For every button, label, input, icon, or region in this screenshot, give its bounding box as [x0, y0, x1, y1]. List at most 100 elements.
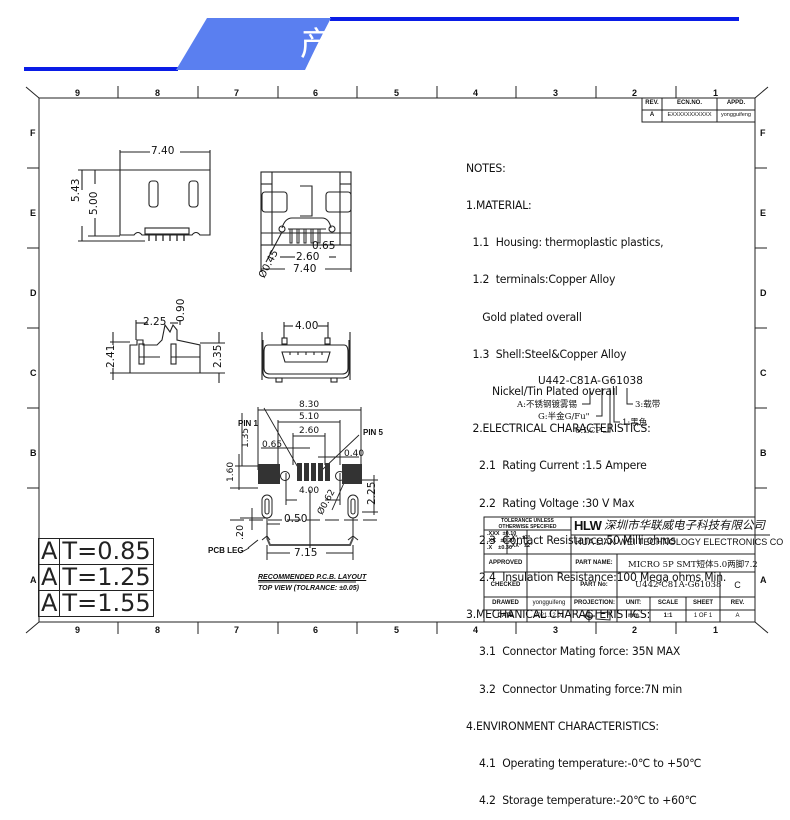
- row-label-e-right: E: [760, 208, 767, 218]
- dim-top-h1: 5.43: [70, 178, 82, 202]
- row-label-f-right: F: [760, 128, 766, 138]
- drawing-sheet: [25, 86, 770, 634]
- column-label-2: 2: [632, 88, 638, 98]
- row-label-a-right: A: [760, 575, 767, 585]
- column-label-4: 4: [473, 88, 479, 98]
- notes-line: Nickel/Tin Plated overall: [466, 385, 618, 399]
- banner-line-left: [24, 67, 178, 71]
- dim-end-w: 4.00: [295, 320, 319, 332]
- inner-frame: [38, 97, 756, 623]
- row-label-f: F: [30, 128, 36, 138]
- part-rev: C: [734, 580, 741, 590]
- dim-pcb-hole-span: 4.00: [299, 486, 320, 496]
- column-label-7: 7: [234, 88, 240, 98]
- dim-pcb-pad: 0.40: [344, 449, 365, 459]
- rev-value-block: A: [735, 613, 740, 619]
- row-label-e: E: [30, 208, 37, 218]
- thickness-value: T=1.25: [59, 564, 154, 591]
- notes-line: 3.1 Connector Mating force: 35N MAX: [466, 645, 681, 659]
- part-name-label: PART NAME:: [575, 560, 613, 566]
- notes-line: 4.2 Storage temperature:-20℃ to +60℃: [466, 794, 697, 808]
- tolerance-xx: .XX ±0.20: [487, 538, 515, 544]
- date-value: 2021.12.01: [533, 613, 565, 619]
- revision-table-grid: [641, 97, 756, 123]
- top-view-outline: [78, 150, 211, 242]
- notes-line: 2.1 Rating Current :1.5 Ampere: [466, 459, 647, 473]
- row-label-c: C: [30, 368, 37, 378]
- column-label-9-bottom: 9: [75, 625, 81, 635]
- column-label-3-bottom: 3: [553, 625, 559, 635]
- thickness-rev: A: [37, 538, 61, 565]
- row-label-b: B: [30, 448, 37, 458]
- dim-top-h2: 5.00: [88, 191, 100, 215]
- column-label-2-bottom: 2: [632, 625, 638, 635]
- front-view-outline: [260, 171, 352, 272]
- frame-corner-br: [754, 621, 769, 634]
- pcb-caption-1: RECOMMENDED P.C.B. LAYOUT: [258, 574, 367, 581]
- dim-pcb-w2: 5.10: [299, 412, 320, 422]
- banner-overlay: [176, 18, 331, 70]
- notes-line: 1.2 terminals:Copper Alloy: [466, 273, 616, 287]
- banner-fill: [176, 18, 331, 70]
- part-code-legend-6: 6:LCP: [575, 426, 602, 436]
- part-no-value: U442-C81A-G61038: [635, 580, 722, 590]
- banner-line-right: [330, 17, 739, 21]
- dim-pcb-leg: .20: [235, 524, 246, 540]
- appd-value: yongguifeng: [721, 112, 751, 118]
- thickness-value: T=0.85: [59, 538, 154, 565]
- row-label-d: D: [30, 288, 37, 298]
- part-no-label: PART No:: [580, 582, 608, 588]
- notes-line: Gold plated overall: [466, 310, 582, 324]
- checked-label: CHECKED: [490, 582, 521, 588]
- column-label-1: 1: [713, 88, 719, 98]
- pcb-pads: [258, 463, 362, 484]
- notes-line: 3.2 Connector Unmating force:7N min: [466, 682, 683, 696]
- column-label-6: 6: [313, 88, 319, 98]
- unit-value: mm: [628, 613, 639, 619]
- column-label-4-bottom: 4: [473, 625, 479, 635]
- frame-corner-bl: [25, 621, 40, 634]
- column-label-9: 9: [75, 88, 81, 98]
- company-name-cn: 深圳市华联威电子科技有限公司: [604, 518, 765, 532]
- notes-line: 1.MATERIAL:: [466, 199, 532, 213]
- part-name-value: MICRO 5P SMT短体5.0两脚7.2: [628, 560, 758, 570]
- row-ticks-left: [27, 167, 39, 489]
- column-label-8-bottom: 8: [155, 625, 161, 635]
- notes-line: 4.ENVIRONMENT CHARACTERISTICS:: [466, 719, 659, 733]
- drawed-label: DRAWED: [492, 600, 519, 606]
- approved-label: APPROVED: [488, 560, 523, 566]
- column-ticks-top: [117, 86, 677, 98]
- column-label-8: 8: [155, 88, 161, 98]
- dim-pcb-h1: 1.35: [241, 427, 251, 448]
- column-ticks-bottom: [117, 622, 677, 634]
- dim-side-b: 0.90: [175, 298, 187, 322]
- dim-front-width: 7.40: [293, 263, 317, 275]
- dim-side-a: 2.25: [143, 316, 167, 328]
- sheet-label: SHEET: [692, 600, 713, 606]
- rev-label: REV.: [730, 600, 745, 606]
- notes-line: 2.4 Insulation Resistance:100 Mega ohms …: [466, 571, 727, 585]
- tolerance-ang-1: .X° ±3°: [510, 535, 531, 541]
- notes-line: 2.3 Contact Resistance:50 Milli ohms: [466, 533, 676, 547]
- dim-pcb-w3: 2.60: [299, 426, 320, 436]
- drawed-value: yongguifeng: [532, 600, 566, 606]
- column-label-3: 3: [553, 88, 559, 98]
- dim-pcb-p: 0.65: [262, 440, 283, 450]
- part-code-legend-a: A:不锈钢镀雾锡: [517, 400, 578, 410]
- dim-pcb-leg-span: 7.15: [294, 547, 318, 559]
- dim-front-pitch: 0.65: [312, 240, 336, 252]
- column-label-1-bottom: 1: [713, 625, 719, 635]
- scale-value: 1:1: [663, 613, 673, 619]
- row-label-c-right: C: [760, 368, 767, 378]
- end-view-outline: [261, 322, 351, 383]
- part-code-leaders: [582, 388, 633, 433]
- pin5-label: PIN 5: [363, 428, 384, 437]
- tolerance-ang-2: .XX° ±2°: [510, 543, 533, 549]
- notes-line: 1.1 Housing: thermoplastic plastics,: [466, 236, 664, 250]
- part-code: U442-C81A-G61038: [538, 375, 643, 387]
- page-title: 产品图纸: [300, 24, 440, 63]
- frame-corner-tr: [754, 86, 769, 99]
- dim-pcb-h2: 1.60: [226, 461, 236, 482]
